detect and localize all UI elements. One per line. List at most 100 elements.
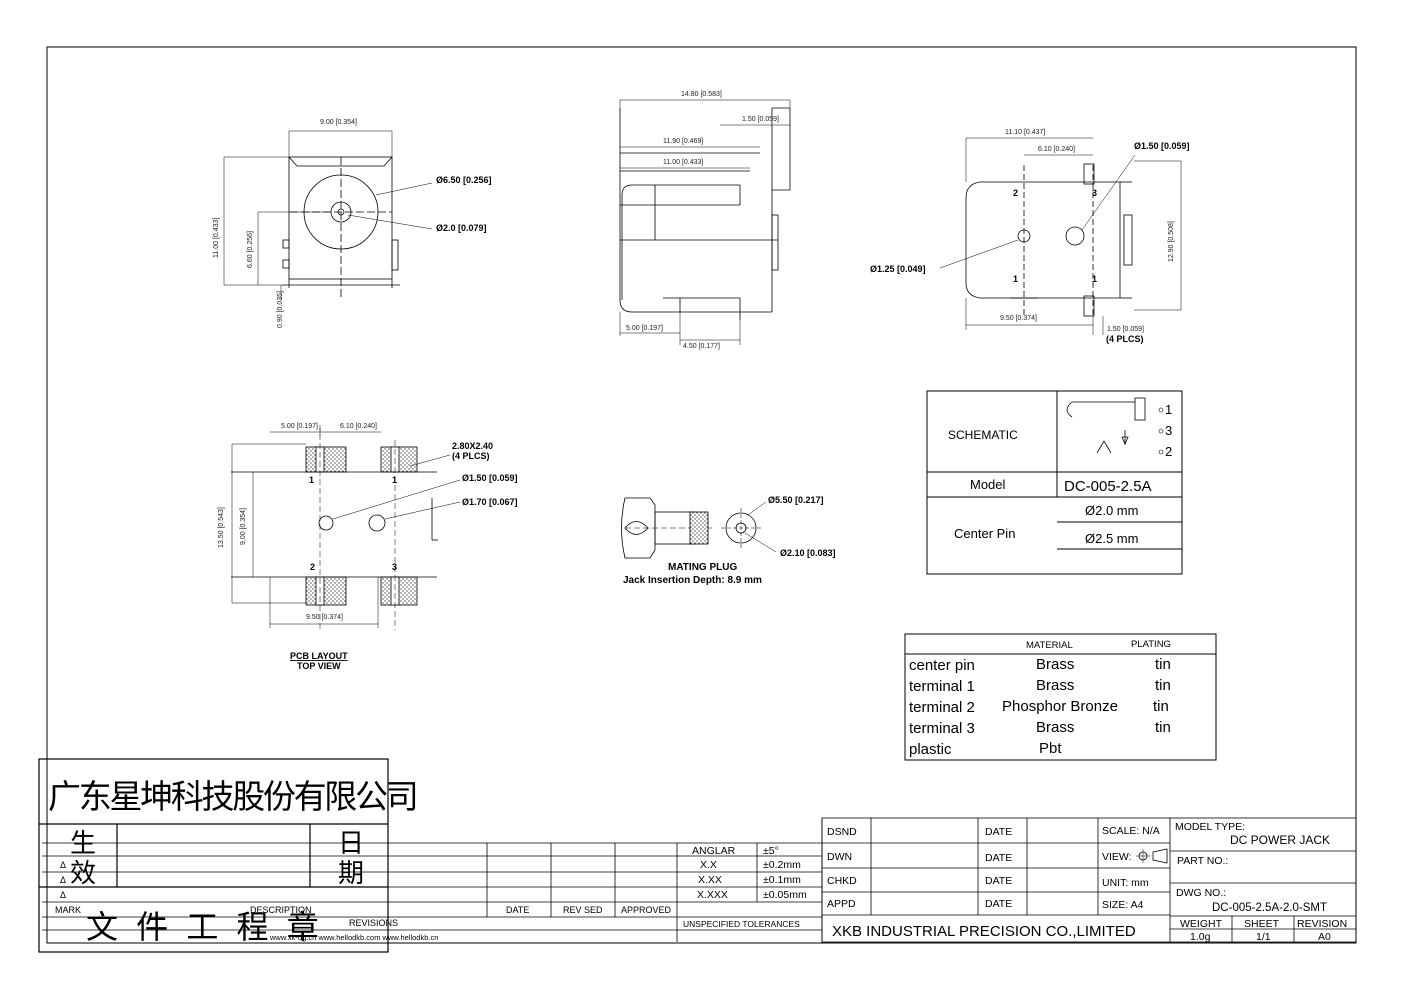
center-pin-value-1: Ø2.0 mm: [1085, 503, 1138, 518]
plating-header: PLATING: [1131, 639, 1171, 650]
material-header: MATERIAL: [1026, 640, 1073, 651]
plug-outer-dia: Ø5.50 [0.217]: [768, 495, 824, 505]
rev-date-label: DATE: [506, 905, 529, 915]
stamp-effective-2: 效: [70, 859, 96, 889]
back-overall-dim: 11.10 [0.437]: [1005, 129, 1045, 136]
company-stamp: [38, 758, 389, 953]
material-row-material: Pbt: [1039, 740, 1062, 757]
schematic-label: SCHEMATIC: [948, 428, 1018, 442]
material-row-plating: tin: [1153, 698, 1169, 715]
tol-label: X.XXX: [697, 889, 728, 901]
weight-label: WEIGHT: [1180, 918, 1223, 930]
size-label: SIZE: A4: [1102, 899, 1144, 911]
front-hole-dim: 6.60 [0.256]: [247, 231, 254, 268]
weight-value: 1.0g: [1190, 931, 1211, 943]
front-pin-dia: Ø2.0 [0.079]: [436, 223, 487, 233]
model-value: DC-005-2.5A: [1064, 478, 1152, 495]
rev-mark-label: MARK: [55, 905, 81, 915]
pcb-hole1: Ø1.50 [0.059]: [462, 473, 518, 483]
center-pin-value-2: Ø2.5 mm: [1085, 531, 1138, 546]
pcb-title: PCB LAYOUT: [290, 651, 348, 661]
pcb-plcs: (4 PLCS): [452, 451, 490, 461]
material-row-part: terminal 1: [909, 678, 975, 695]
pcb-pin-1b: 1: [392, 475, 397, 485]
rev-revised-label: REV SED: [563, 905, 603, 915]
front-view: [223, 130, 433, 300]
materials-rows: center pin Brass tin terminal 1 Brass ti…: [909, 656, 1171, 758]
side-a-dim: 1.50 [0.059]: [742, 116, 779, 123]
pcb-inner-dim: 9.00 [0.354]: [240, 508, 247, 545]
tol-value: ±0.2mm: [763, 859, 801, 871]
dwg-no-value: DC-005-2.5A-2.0-SMT: [1212, 902, 1327, 914]
stamp-doc-seal: 文 件 工 程 章: [86, 908, 323, 946]
material-row-plating: tin: [1155, 677, 1171, 694]
material-row-part: terminal 2: [909, 699, 975, 716]
side-view: [619, 99, 791, 345]
front-bottom-dim: 0.90 [0.035]: [277, 291, 284, 328]
sheet-border: [46, 46, 1357, 944]
stamp-company: 广东星坤科技股份有限公司: [48, 777, 416, 816]
role-appd: APPD: [827, 898, 856, 910]
back-b-dim: 9.50 [0.374]: [1000, 315, 1037, 322]
side-c-dim: 11.00 [0.433]: [663, 159, 703, 166]
material-row-part: center pin: [909, 657, 975, 674]
front-height-dim: 11.00 [0.433]: [213, 218, 220, 258]
company-name: XKB INDUSTRIAL PRECISION CO.,LIMITED: [832, 923, 1136, 940]
material-row-material: Phosphor Bronze: [1002, 698, 1118, 715]
plug-title: MATING PLUG: [668, 562, 737, 573]
part-no-label: PART NO.:: [1177, 855, 1228, 867]
material-row-part: terminal 3: [909, 720, 975, 737]
side-b-dim: 11.90 [0.469]: [663, 138, 703, 145]
plug-depth: Jack Insertion Depth: 8.9 mm: [623, 575, 762, 586]
pcb-height-dim: 13.50 [0.543]: [218, 507, 225, 548]
materials-table: [904, 633, 1217, 761]
tol-label: X.XX: [698, 874, 722, 886]
back-pin-1b: 1: [1092, 274, 1097, 284]
pcb-pin-3: 3: [392, 562, 397, 572]
schematic-table: [926, 390, 1183, 575]
pcb-pad: 2.80X2.40: [452, 441, 493, 451]
tolerances-title: UNSPECIFIED TOLERANCES: [683, 919, 800, 929]
center-pin-label: Center Pin: [954, 526, 1015, 541]
stamp-date-2: 期: [338, 859, 364, 889]
back-hole-big: Ø1.50 [0.059]: [1134, 141, 1190, 151]
back-height-dim: 12.90 [0.508]: [1168, 221, 1175, 262]
role-chkd: CHKD: [827, 875, 857, 887]
material-row-material: Brass: [1036, 719, 1074, 736]
plug-inner-dia: Ø2.10 [0.083]: [780, 548, 836, 558]
delta-icon: Δ: [60, 860, 66, 870]
rev-approved-label: APPROVED: [621, 905, 672, 915]
tol-label: ANGLAR: [692, 845, 736, 857]
model-label: Model: [970, 477, 1006, 492]
side-overall-dim: 14.80 [0.583]: [681, 91, 722, 98]
back-view: [939, 137, 1182, 335]
sheet-value: 1/1: [1256, 931, 1271, 943]
revisions-title: REVISIONS: [349, 918, 398, 928]
side-e-dim: 4.50 [0.177]: [683, 343, 720, 350]
date-label: DATE: [985, 852, 1012, 864]
title-block: [821, 817, 1357, 943]
pcb-bottom-dim: 9.50 [0.374]: [306, 614, 343, 621]
back-pin-1a: 1: [1013, 274, 1018, 284]
side-d-dim: 5.00 [0.197]: [626, 325, 663, 332]
tol-label: X.X: [700, 859, 717, 871]
pcb-pin-2: 2: [310, 562, 315, 572]
view-label: VIEW:: [1102, 851, 1132, 863]
schematic-pin-3: 3: [1165, 423, 1172, 438]
mating-plug: [621, 497, 777, 559]
model-type-value: DC POWER JACK: [1230, 833, 1330, 847]
scale-label: SCALE: N/A: [1102, 825, 1160, 837]
schematic-pin-1: 1: [1165, 402, 1172, 417]
delta-icon: Δ: [60, 890, 66, 900]
back-pin-3: 3: [1092, 188, 1097, 198]
pcb-subtitle: TOP VIEW: [297, 661, 341, 671]
pcb-pin-1a: 1: [309, 475, 314, 485]
pcb-hole2: Ø1.70 [0.067]: [462, 497, 518, 507]
sheet-label: SHEET: [1244, 918, 1280, 930]
material-row-part: plastic: [909, 741, 952, 758]
pcb-w1-dim: 5.00 [0.197]: [281, 423, 318, 430]
stamp-effective-1: 生: [70, 829, 96, 859]
date-label: DATE: [985, 898, 1012, 910]
role-dwn: DWN: [827, 851, 852, 863]
material-row-material: Brass: [1036, 677, 1074, 694]
